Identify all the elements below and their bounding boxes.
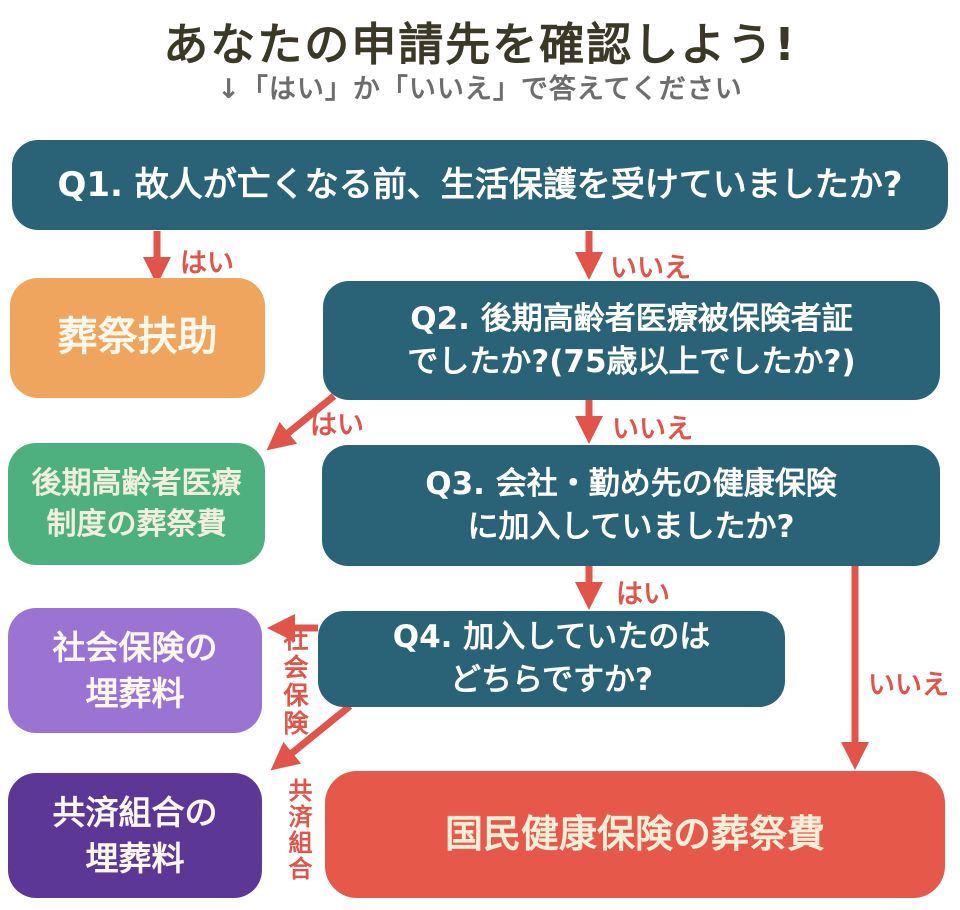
q3-text-line2: に加入していましたか?: [467, 508, 795, 545]
label-q4-shakai-hoken: 社会保険: [280, 626, 309, 738]
result-kyosai-kumiai-line2: 埋葬料: [85, 838, 185, 878]
page-title: あなたの申請先を確認しよう!: [163, 18, 797, 71]
result-kokumin-text: 国民健康保険の葬祭費: [444, 812, 825, 857]
result-box-kokumin-kenko-hoken: 国民健康保険の葬祭費: [325, 771, 945, 898]
label-q3-no: いいえ: [868, 670, 949, 701]
result-box-sosai-fujo: 葬祭扶助: [10, 278, 265, 398]
result-kyosai-kumiai-line1: 共済組合の: [52, 792, 218, 832]
result-box-shakai-hoken: 社会保険の 埋葬料: [8, 608, 262, 733]
result-shakai-hoken-line1: 社会保険の: [52, 627, 218, 667]
result-kouki-korei-line1: 後期高齢者医療: [31, 465, 242, 501]
label-q1-no: いいえ: [610, 253, 691, 284]
question-box-q1: Q1. 故人が亡くなる前、生活保護を受けていましたか?: [12, 140, 948, 230]
q4-text-line1: Q4. 加入していたのは: [392, 619, 711, 656]
result-kouki-korei-line2: 制度の葬祭費: [46, 507, 227, 542]
label-q1-yes: はい: [180, 248, 234, 279]
q4-text-line2: どちらですか?: [449, 662, 654, 698]
q2-text-line2: でしたか?(75歳以上でしたか?): [407, 343, 856, 380]
result-box-kouki-korei-iryo: 後期高齢者医療 制度の葬祭費: [8, 443, 265, 565]
result-box-kyosai-kumiai: 共済組合の 埋葬料: [8, 773, 262, 898]
label-q2-yes: はい: [310, 410, 364, 441]
label-q4-kyosai-kumiai: 共済組合: [284, 778, 312, 882]
q2-text-line1: Q2. 後期高齢者医療被保険者証: [410, 300, 853, 337]
page-subtitle: ↓「はい」か「いいえ」で答えてください: [217, 74, 743, 105]
question-box-q4: Q4. 加入していたのは どちらですか?: [318, 611, 785, 707]
question-box-q2: Q2. 後期高齢者医療被保険者証 でしたか?(75歳以上でしたか?): [323, 281, 940, 400]
result-shakai-hoken-line2: 埋葬料: [85, 673, 185, 713]
q1-text: Q1. 故人が亡くなる前、生活保護を受けていましたか?: [57, 164, 903, 205]
label-q3-yes: はい: [616, 579, 670, 610]
result-sosai-fujo-text: 葬祭扶助: [57, 314, 218, 361]
label-q2-no: いいえ: [612, 414, 693, 445]
q3-text-line1: Q3. 会社・勤め先の健康保険: [425, 465, 837, 502]
question-box-q3: Q3. 会社・勤め先の健康保険 に加入していましたか?: [322, 445, 940, 566]
